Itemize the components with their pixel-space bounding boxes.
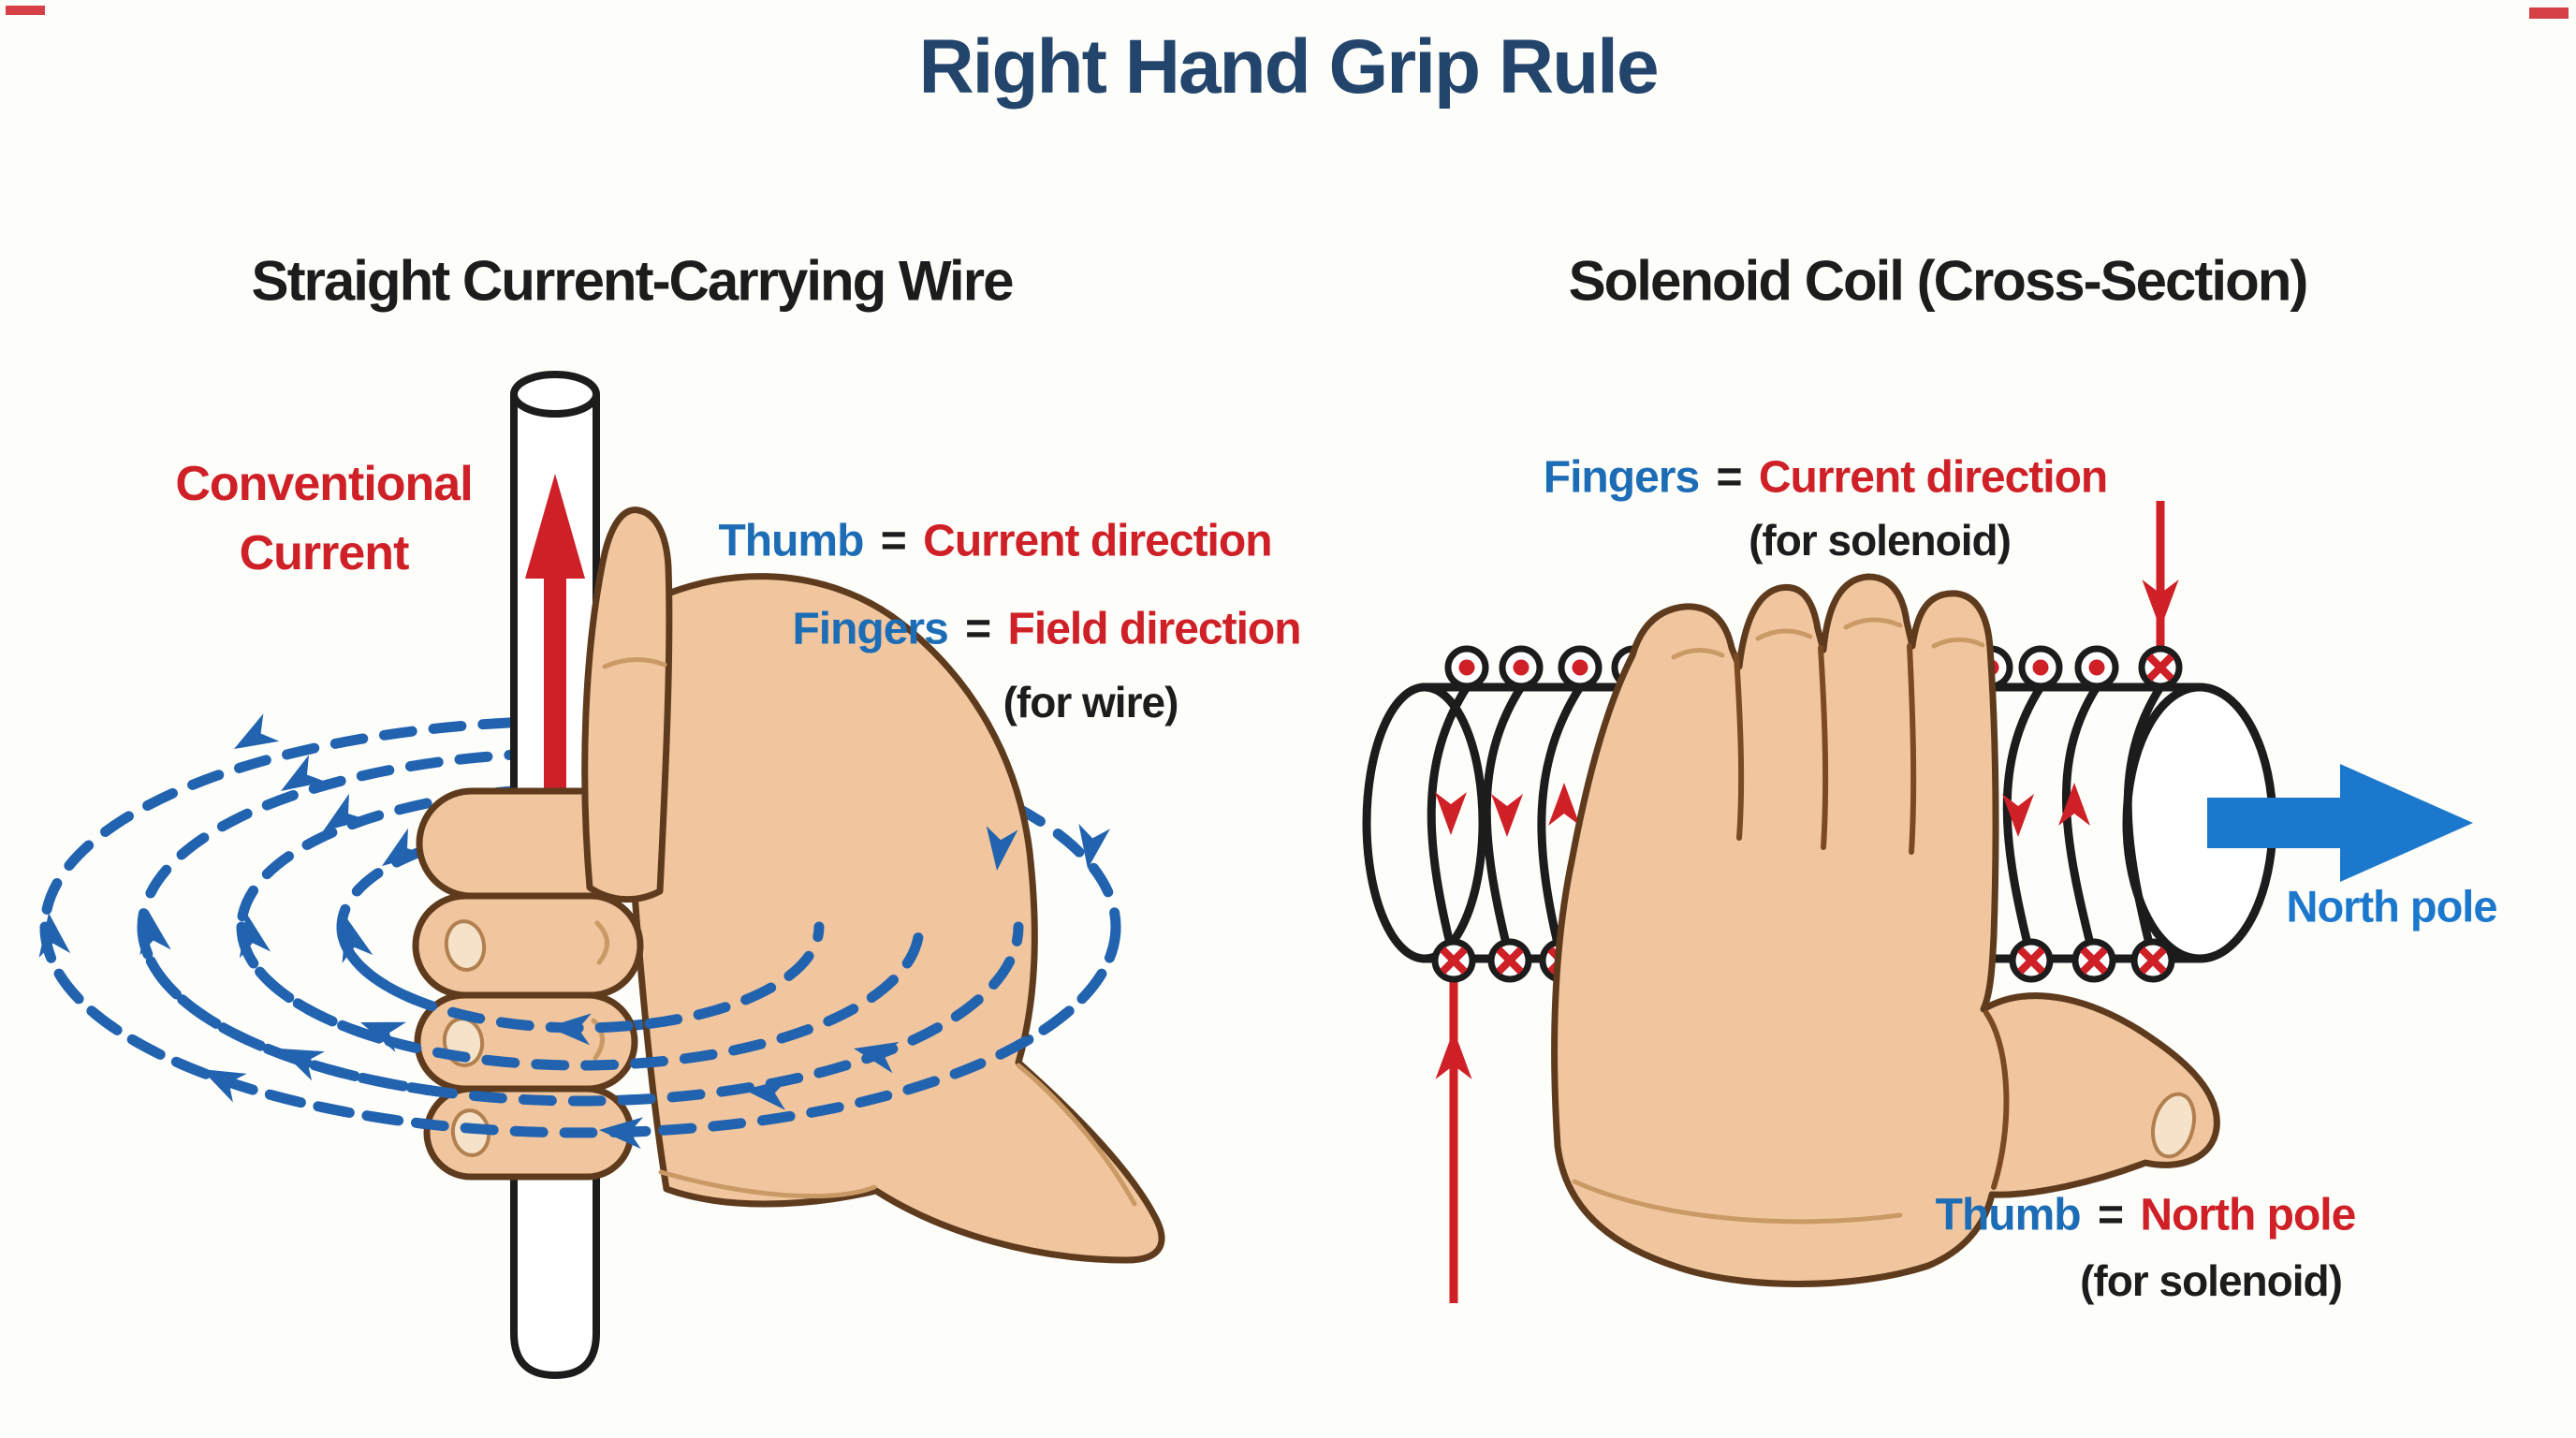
cross-symbol-icon — [1431, 938, 1476, 983]
fingers-rule-note-wire: (for wire) — [1003, 678, 1179, 726]
fingers-definition: Field direction — [1007, 604, 1302, 654]
right-hand-silhouette — [1551, 573, 2220, 1287]
conventional-current-label-line1: Conventional — [175, 457, 473, 511]
solenoid-illustration — [1362, 501, 2473, 1303]
fingers-term: Fingers — [792, 604, 948, 654]
fingers-rule-note-solenoid: (for solenoid) — [1749, 516, 2012, 565]
thumb-term: Thumb — [1935, 1190, 2082, 1240]
page-title: Right Hand Grip Rule — [918, 24, 1659, 110]
equals-sign: = — [1716, 452, 1742, 503]
current-lead-top — [2142, 501, 2179, 648]
current-arrow-icon — [525, 474, 585, 816]
thumb-rule-label-solenoid: Thumb = North pole — [1935, 1190, 2357, 1241]
cross-symbol-icon — [1487, 938, 1532, 983]
dot-symbol-icon — [1444, 645, 1489, 690]
fingernail — [444, 919, 487, 972]
left-diagram-title: Straight Current-Carrying Wire — [251, 249, 1015, 313]
right-diagram-title: Solenoid Coil (Cross-Section) — [1568, 249, 2309, 313]
cross-symbol-icon — [2138, 645, 2183, 690]
thumb-term: Thumb — [718, 516, 864, 566]
dot-symbol-icon — [2018, 645, 2063, 690]
north-pole-label: North pole — [2286, 881, 2498, 932]
cross-symbol-icon — [2009, 938, 2054, 983]
straight-wire-illustration — [33, 371, 1165, 1380]
equals-sign: = — [880, 516, 907, 566]
magnetic-field-lines-front — [39, 823, 1121, 1150]
left-hand-thumb — [581, 506, 673, 903]
fingers-term: Fingers — [1543, 452, 1700, 503]
fingers-rule-label-wire: Fingers = Field direction — [792, 604, 1302, 655]
thumb-definition: North pole — [2140, 1190, 2356, 1240]
dot-symbol-icon — [2074, 645, 2119, 690]
right-hand — [1551, 573, 2220, 1287]
equals-sign: = — [965, 604, 991, 654]
equals-sign: = — [2097, 1190, 2124, 1240]
corner-artifact — [6, 6, 45, 15]
thumbnail — [2151, 1092, 2196, 1159]
north-pole-arrow-icon — [2207, 764, 2473, 882]
conventional-current-label-line2: Current — [239, 526, 410, 580]
current-lead-bottom — [1435, 981, 1472, 1303]
thumb-rule-note-solenoid: (for solenoid) — [2080, 1256, 2343, 1305]
thumb-rule-label-wire: Thumb = Current direction — [718, 516, 1272, 567]
fingers-definition: Current direction — [1758, 452, 2108, 503]
corner-artifact — [2529, 7, 2569, 19]
fingers-rule-label-solenoid: Fingers = Current direction — [1543, 452, 2108, 504]
thumb-definition: Current direction — [923, 516, 1272, 566]
cross-symbol-icon — [2130, 938, 2175, 983]
cross-symbol-icon — [2071, 938, 2116, 983]
dot-symbol-icon — [1499, 645, 1544, 690]
dot-symbol-icon — [1558, 645, 1603, 690]
